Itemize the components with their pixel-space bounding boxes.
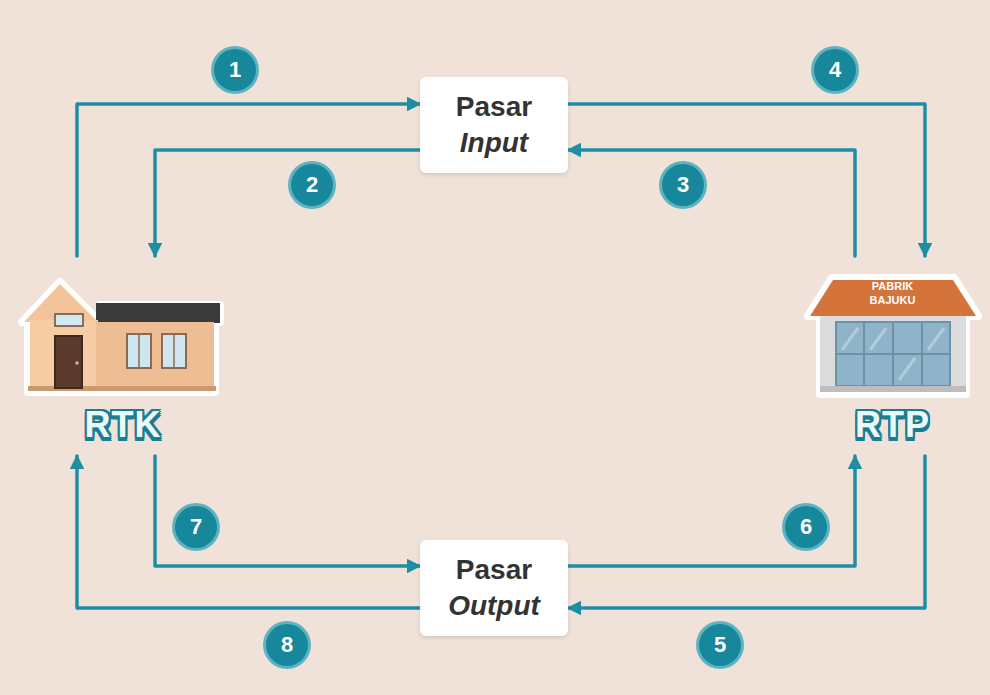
callout-number: 2 (291, 164, 333, 206)
actor-label: RTP (855, 404, 930, 446)
callout-number: 7 (175, 506, 217, 548)
flow-arrow (568, 104, 925, 256)
callout-number: 3 (662, 164, 704, 206)
market-label: Pasar Output (444, 552, 544, 625)
callout-number: 5 (699, 624, 741, 666)
flow-arrow (77, 104, 420, 256)
callout-number: 1 (214, 49, 256, 91)
flow-arrow (568, 456, 925, 608)
market-box: Pasar Input (420, 77, 568, 173)
actor-node: PABRIK BAJUKU RTP (805, 256, 980, 456)
flow-arrow (568, 456, 855, 566)
flow-arrow (77, 456, 420, 608)
callout-number: 6 (785, 506, 827, 548)
callout-number: 8 (266, 624, 308, 666)
callout-number: 4 (814, 49, 856, 91)
market-box: Pasar Output (420, 540, 568, 636)
factory-sign: PABRIK BAJUKU (854, 280, 932, 308)
actor-label: RTK (85, 404, 162, 446)
actor-node: RTK (18, 256, 228, 456)
house-illustration (22, 282, 220, 392)
factory-illustration (808, 278, 978, 394)
market-label: Pasar Input (444, 89, 544, 162)
flow-arrow (568, 150, 855, 256)
flow-arrow (155, 456, 420, 566)
flow-arrow (155, 150, 420, 256)
